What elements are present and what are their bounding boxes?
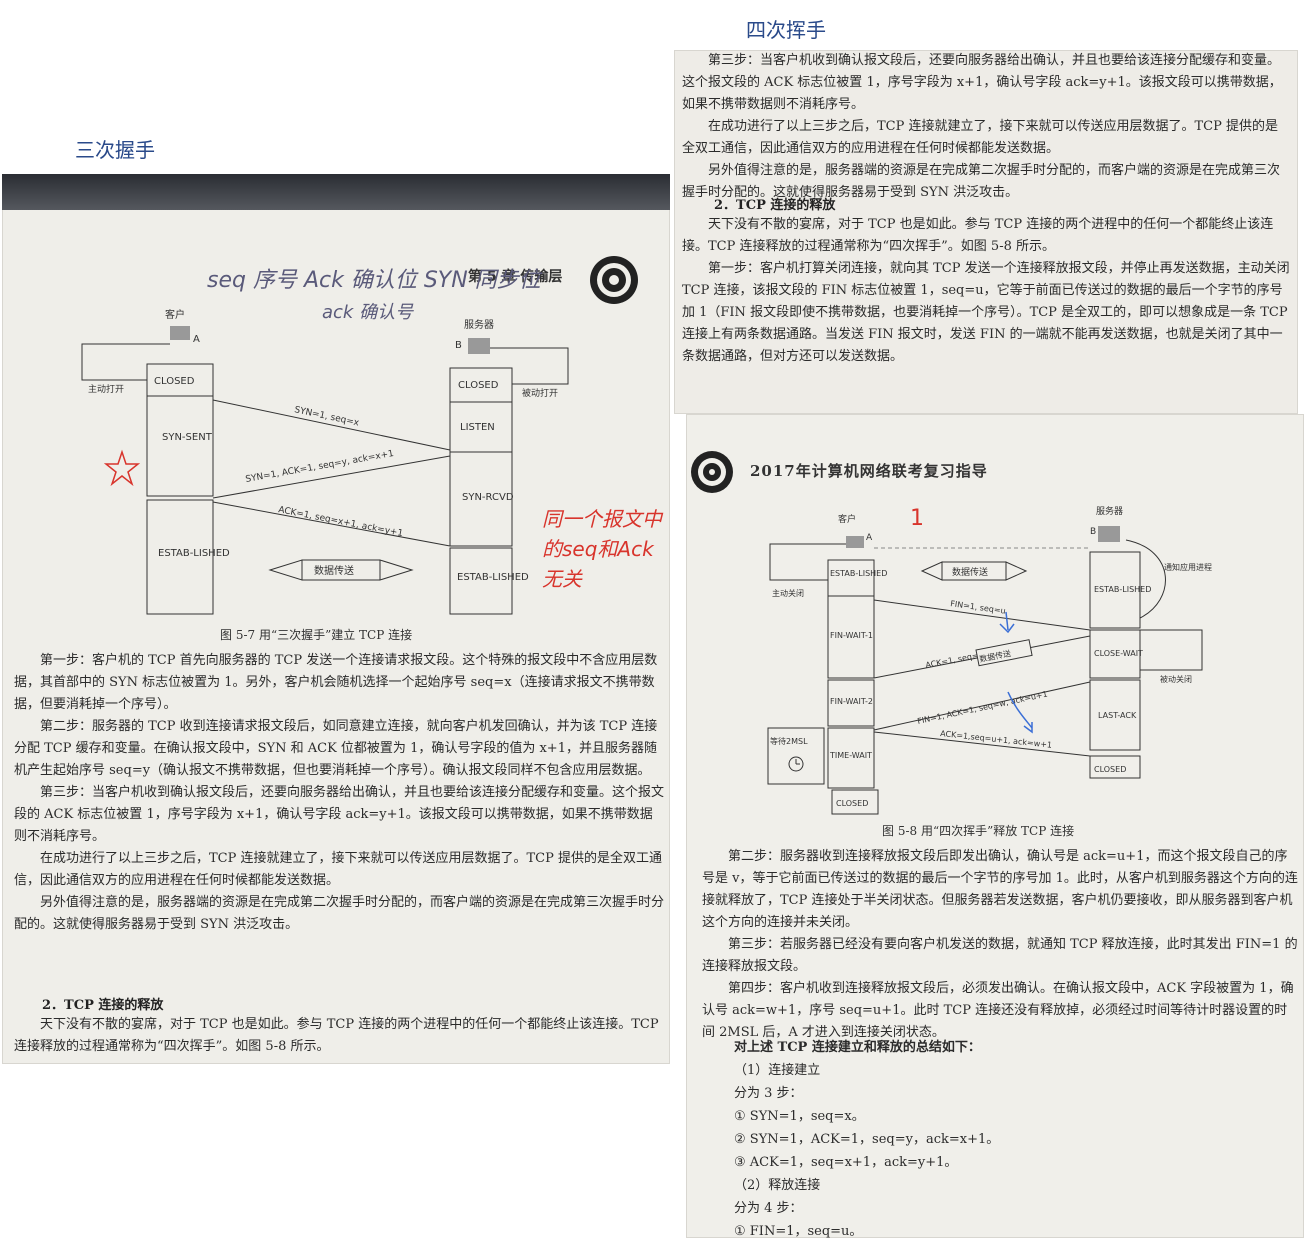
- summary-line: ① FIN=1，seq=u。: [734, 1224, 863, 1238]
- left-para-2: 第二步：服务器的 TCP 收到连接请求报文段后，如同意建立连接，就向客户机发回确…: [14, 719, 658, 778]
- server-state-0: ESTAB-LISHED: [1094, 585, 1151, 594]
- summary-line: ③ ACK=1，seq=x+1，ack=y+1。: [734, 1155, 958, 1170]
- handwriting-top-1: seq 序号 Ack 确认位 SYN 同步位: [207, 268, 541, 293]
- client-state-2: ESTAB-LISHED: [158, 548, 230, 559]
- right-bottom-body: 第二步：服务器收到连接释放报文段后即发出确认，确认号是 ack=u+1，而这个报…: [702, 846, 1298, 1044]
- server-state-0: CLOSED: [458, 380, 499, 391]
- keyboard-strip: [2, 174, 670, 210]
- left-page-photo: 第 5 章 传输层 seq 序号 Ack 确认位 SYN 同步位 ack 确认号…: [2, 174, 670, 1064]
- syn-arrow: [212, 399, 451, 451]
- msg1-label: SYN=1, seq=x: [293, 405, 360, 429]
- server-computer-icon: [468, 338, 490, 354]
- right-bottom-photo: 2017年计算机网络联考复习指导 1 客户 A 服务器 B ESTAB-LISH…: [686, 414, 1304, 1238]
- client-state-box: [146, 499, 214, 615]
- client-computer-icon: [846, 536, 864, 548]
- client-state-1: SYN-SENT: [162, 432, 213, 443]
- left-para-3: 第三步：当客户机收到确认报文段后，还要向服务器给出确认，并且也要给该连接分配缓存…: [14, 785, 665, 844]
- server-state-3: ESTAB-LISHED: [457, 572, 529, 583]
- client-state-2: FIN-WAIT-2: [830, 697, 873, 706]
- passive-close-label: 被动关闭: [1160, 674, 1192, 684]
- heading-three-way: 三次握手: [75, 138, 155, 162]
- target-logo-icon: [590, 256, 638, 304]
- right-top-body: 第三步：当客户机收到确认报文段后，还要向服务器给出确认，并且也要给该连接分配缓存…: [682, 50, 1290, 204]
- server-state-box: [449, 451, 513, 547]
- data-transfer-1: 数据传送: [952, 566, 988, 578]
- client-letter: A: [193, 334, 200, 345]
- summary-intro: 对上述 TCP 连接建立和释放的总结如下：: [734, 1040, 981, 1055]
- right-top-para-1: 第三步：当客户机收到确认报文段后，还要向服务器给出确认，并且也要给该连接分配缓存…: [682, 53, 1282, 112]
- left-body-text: 第一步：客户机的 TCP 首先向服务器的 TCP 发送一个连接请求报文段。这个特…: [14, 650, 664, 936]
- server-state-3: CLOSED: [1094, 765, 1126, 774]
- left-para-1: 第一步：客户机的 TCP 首先向服务器的 TCP 发送一个连接请求报文段。这个特…: [14, 653, 658, 712]
- client-letter: A: [866, 533, 873, 543]
- red-star-icon: [103, 449, 141, 487]
- server-state-box: [449, 547, 513, 615]
- right-top-step1: 第一步：客户机打算关闭连接，就向其 TCP 发送一个连接释放报文段，并停止再发送…: [682, 261, 1290, 364]
- right-top-photo: 第三步：当客户机收到确认报文段后，还要向服务器给出确认，并且也要给该连接分配缓存…: [674, 50, 1298, 414]
- ack-arrow: [212, 501, 451, 547]
- passive-open-label: 被动打开: [522, 387, 558, 399]
- right-bottom-para-3: 第四步：客户机收到连接释放报文段后，必须发出确认。在确认报文段中，ACK 字段被…: [702, 981, 1294, 1040]
- clock-icon: [788, 756, 804, 772]
- three-way-diagram: 客户 A 服务器 B CLOSED SYN-SENT ESTAB-LISHED …: [81, 308, 569, 615]
- server-computer-icon: [1098, 526, 1120, 542]
- msg4-label: ACK=1,seq=u+1, ack=w+1: [940, 729, 1053, 750]
- client-state-0: CLOSED: [154, 376, 195, 387]
- client-label: 客户: [165, 308, 185, 321]
- msg1-label: FIN=1, seq=u: [950, 599, 1006, 616]
- server-label: 服务器: [464, 318, 494, 331]
- msg3-label: FIN=1, ACK=1, seq=w, ack=u+1: [917, 690, 1049, 726]
- target-logo-icon: [691, 451, 733, 493]
- left-para-4: 在成功进行了以上三步之后，TCP 连接就建立了，接下来就可以传送应用层数据了。T…: [14, 851, 662, 888]
- client-state-4: CLOSED: [836, 799, 868, 808]
- handwriting-mark: 1: [910, 506, 924, 531]
- client-state-0: ESTAB-LISHED: [830, 569, 887, 578]
- chapter-title: 第 5 章 传输层: [468, 269, 563, 285]
- handwriting-side-note: 同一个报文中的seq和Ack无关: [542, 507, 662, 591]
- server-letter: B: [1090, 527, 1096, 537]
- right-top-release: 天下没有不散的宴席，对于 TCP 也是如此。参与 TCP 连接的两个进程中的任何…: [682, 214, 1290, 368]
- summary-line: 分为 4 步：: [734, 1201, 803, 1216]
- active-open-label: 主动打开: [88, 383, 124, 395]
- summary-line: （1）连接建立: [734, 1063, 821, 1078]
- summary-line: ② SYN=1，ACK=1，seq=y，ack=x+1。: [734, 1132, 1000, 1147]
- server-state-2: SYN-RCVD: [462, 492, 514, 503]
- client-computer-icon: [170, 326, 190, 340]
- summary-block: 对上述 TCP 连接建立和释放的总结如下： （1）连接建立 分为 3 步： ① …: [734, 1036, 999, 1238]
- data-transfer-label: 数据传送: [314, 564, 354, 577]
- left-release-text: 天下没有不散的宴席，对于 TCP 也是如此。参与 TCP 连接的两个进程中的任何…: [14, 1014, 664, 1058]
- right-top-section-heading: 2．TCP 连接的释放: [714, 198, 836, 213]
- synack-arrow: [212, 455, 451, 499]
- figure-caption-5-7: 图 5-7 用“三次握手”建立 TCP 连接: [220, 628, 413, 642]
- right-top-release-para: 天下没有不散的宴席，对于 TCP 也是如此。参与 TCP 连接的两个进程中的任何…: [682, 217, 1274, 254]
- client-state-1: FIN-WAIT-1: [830, 631, 873, 640]
- book-title: 2017年计算机网络联考复习指导: [750, 462, 988, 480]
- right-top-para-2: 在成功进行了以上三步之后，TCP 连接就建立了，接下来就可以传送应用层数据了。T…: [682, 119, 1278, 156]
- figure-caption-5-8: 图 5-8 用“四次挥手”释放 TCP 连接: [882, 824, 1075, 838]
- client-label: 客户: [838, 513, 856, 525]
- server-state-1: LISTEN: [460, 422, 495, 433]
- left-release-para: 天下没有不散的宴席，对于 TCP 也是如此。参与 TCP 连接的两个进程中的任何…: [14, 1017, 659, 1054]
- right-bottom-para-1: 第二步：服务器收到连接释放报文段后即发出确认，确认号是 ack=u+1，而这个报…: [702, 849, 1298, 930]
- left-section-heading: 2．TCP 连接的释放: [42, 998, 164, 1013]
- msg3-label: ACK=1, seq=x+1, ack=y+1: [277, 505, 403, 539]
- summary-line: （2）释放连接: [734, 1178, 821, 1193]
- right-top-para-3: 另外值得注意的是，服务器端的资源是在完成第二次握手时分配的，而客户端的资源是在完…: [682, 163, 1281, 200]
- wait-2msl-label: 等待2MSL: [770, 736, 808, 746]
- left-para-5: 另外值得注意的是，服务器端的资源是在完成第二次握手时分配的，而客户端的资源是在完…: [14, 895, 665, 932]
- heading-four-way: 四次挥手: [746, 18, 826, 42]
- server-state-2: LAST-ACK: [1098, 711, 1137, 720]
- client-state-3: TIME-WAIT: [829, 751, 872, 760]
- summary-line: 分为 3 步：: [734, 1086, 803, 1101]
- server-letter: B: [455, 340, 462, 351]
- notify-app-label: 通知应用进程: [1164, 562, 1212, 572]
- server-label: 服务器: [1096, 505, 1123, 517]
- four-way-diagram: 客户 A 服务器 B ESTAB-LISHED FIN-WAIT-1 FIN-W…: [767, 505, 1212, 815]
- right-bottom-para-2: 第三步：若服务器已经没有要向客户机发送的数据，就通知 TCP 释放连接，此时其发…: [702, 937, 1298, 974]
- active-close-label: 主动关闭: [772, 588, 804, 598]
- summary-line: ① SYN=1，seq=x。: [734, 1109, 865, 1124]
- server-state-1: CLOSE-WAIT: [1094, 649, 1143, 658]
- client-state-box: [146, 395, 214, 497]
- handwriting-top-2: ack 确认号: [322, 302, 414, 323]
